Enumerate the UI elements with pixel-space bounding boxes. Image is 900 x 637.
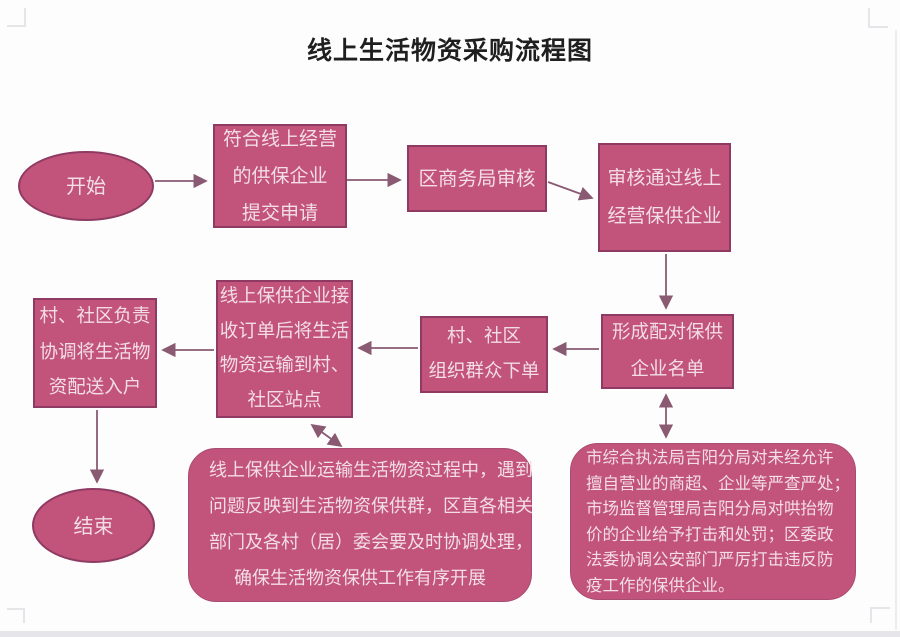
note-enforce-line: 疫工作的保供企业。 (586, 575, 735, 595)
node-pairing-list: 形成配对保供 企业名单 (601, 314, 734, 389)
node-start-label: 开始 (66, 174, 106, 198)
frame-corner-top-right (868, 8, 888, 28)
node-pairing-line: 企业名单 (630, 358, 705, 380)
node-transport-line: 收订单后将生活 (219, 320, 350, 342)
node-end-label: 结束 (73, 513, 114, 538)
node-deliver-line: 协调将生活物 (39, 341, 151, 363)
arrow-transport-issue-bidirectional (310, 423, 343, 448)
node-approved-line: 审核通过线上 (607, 167, 722, 189)
node-order-line: 村、社区 (446, 326, 521, 347)
arrow-review-to-approved (547, 181, 594, 201)
node-transport-line: 线上保供企业接 (219, 286, 350, 307)
node-order-line: 组织群众下单 (428, 360, 540, 382)
page-edge-right (895, 30, 897, 630)
node-end: 结束 (32, 488, 155, 563)
node-apply-line: 符合线上经营 (222, 127, 337, 150)
note-issue-handling: 线上保供企业运输生活物资过程中，遇到 问题反映到生活物资保供群，区直各相关 部门… (188, 448, 533, 602)
note-issue-line: 部门及各村（居）委会要及时协调处理， (209, 532, 533, 553)
node-start: 开始 (18, 151, 154, 221)
note-enforce-line: 市场监督管理局吉阳分局对哄抬物 (586, 499, 834, 518)
node-commerce-bureau-review: 区商务局审核 (407, 145, 547, 212)
node-community-order: 村、社区 组织群众下单 (420, 316, 548, 393)
frame-corner-top-left (7, 8, 26, 27)
note-issue-line: 问题反映到生活物资保供群，区直各相关 (209, 496, 533, 517)
node-deliver-line: 村、社区负责 (39, 306, 151, 328)
node-pairing-line: 形成配对保供 (611, 322, 723, 343)
note-enforce-line: 法委协调公安部门严厉打击违反防 (586, 550, 834, 569)
note-enforcement: 市综合执法局吉阳分局对未经允许 擅自营业的商超、企业等严查严处； 市场监督管理局… (570, 443, 856, 600)
node-approved-line: 经营保供企业 (607, 205, 722, 227)
note-enforce-line: 价的企业给予打击和处罚；区委政 (586, 524, 834, 544)
note-issue-line: 线上保供企业运输生活物资过程中，遇到 (209, 460, 533, 481)
node-transport-line: 社区站点 (247, 389, 322, 411)
page-title: 线上生活物资采购流程图 (306, 36, 593, 65)
node-review-line: 区商务局审核 (418, 166, 536, 190)
page-edge-bottom (0, 631, 900, 637)
node-home-delivery: 村、社区负责 协调将生活物 资配送入户 (33, 298, 157, 408)
note-enforce-line: 擅自营业的商超、企业等严查严处； (586, 473, 850, 493)
note-enforce-line: 市综合执法局吉阳分局对未经允许 (586, 448, 834, 467)
node-apply-line: 的供保企业 (232, 164, 328, 187)
node-apply-submission: 符合线上经营 的供保企业 提交申请 (213, 124, 347, 228)
node-transport-line: 物资运输到村、 (219, 355, 350, 376)
node-deliver-line: 资配送入户 (48, 377, 142, 399)
note-issue-line: 确保生活物资保供工作有序开展 (234, 568, 486, 589)
frame-corner-bottom-right (870, 607, 890, 623)
node-transport-to-station: 线上保供企业接 收订单后将生活 物资运输到村、 社区站点 (216, 280, 353, 418)
node-approved-enterprises: 审核通过线上 经营保供企业 (598, 143, 731, 252)
frame-corner-bottom-left (7, 608, 25, 623)
node-apply-line: 提交申请 (241, 201, 318, 224)
